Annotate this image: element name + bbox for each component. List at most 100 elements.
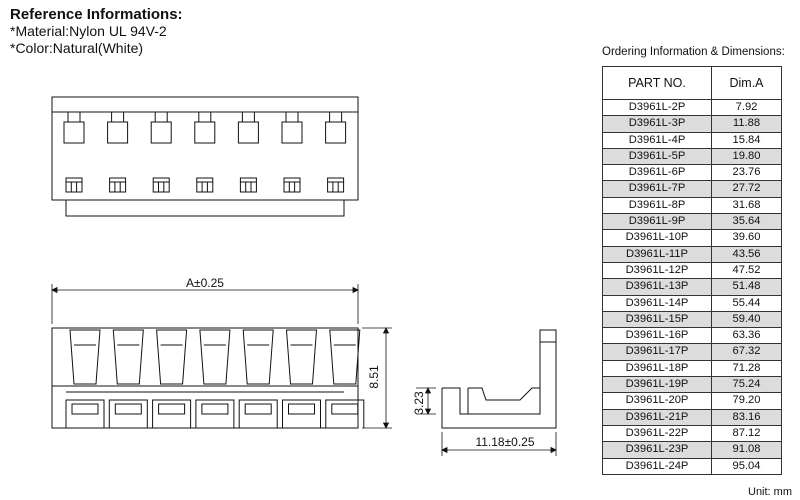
dim-a-cell: 71.28: [711, 359, 782, 378]
top-body-outline: [51, 96, 359, 201]
top-latch: [281, 112, 303, 144]
front-cavity: [156, 329, 188, 385]
top-latch: [237, 112, 259, 144]
front-body-outline: [51, 327, 359, 429]
front-slot: [238, 399, 278, 428]
front-slot-inner: [244, 403, 272, 415]
front-slot-inner: [71, 403, 99, 415]
front-slot-inner: [331, 403, 359, 415]
dim-a-cell: 87.12: [711, 424, 782, 443]
connector-top-view: [51, 96, 359, 217]
front-cavity: [329, 329, 361, 385]
part-number-cell: D3961L-24P: [602, 457, 712, 475]
reference-title: Reference Informations:: [10, 6, 183, 23]
part-number-cell: D3961L-6P: [602, 164, 712, 182]
table-header-row: PART NO. Dim.A: [602, 66, 782, 100]
dim-a-cell: 15.84: [711, 131, 782, 149]
front-slot: [65, 399, 105, 428]
top-latch: [107, 112, 129, 144]
header-part-no: PART NO.: [602, 66, 712, 100]
dim-a-cell: 27.72: [711, 180, 782, 198]
top-window: [283, 177, 301, 193]
part-number-cell: D3961L-4P: [602, 131, 712, 149]
front-slot-inner: [201, 403, 229, 415]
part-number-cell: D3961L-17P: [602, 343, 712, 361]
dim-length-label: A±0.25: [186, 276, 224, 290]
connector-side-view: [441, 329, 557, 429]
top-window: [109, 177, 127, 193]
part-number-cell: D3961L-20P: [602, 392, 712, 410]
front-slot: [152, 399, 192, 428]
dim-a-cell: 55.44: [711, 294, 782, 312]
dim-arrow: [382, 422, 390, 429]
part-number-cell: D3961L-10P: [602, 229, 712, 247]
part-number-cell: D3961L-7P: [602, 180, 712, 198]
part-number-cell: D3961L-13P: [602, 278, 712, 296]
front-slot: [195, 399, 235, 428]
dim-height-label: 8.51: [367, 365, 381, 389]
top-latch: [63, 112, 85, 144]
header-dim-a: Dim.A: [711, 66, 782, 100]
front-cavity: [285, 329, 318, 385]
top-window: [196, 177, 214, 193]
color-text: *Color:Natural(White): [10, 40, 144, 56]
top-latch: [325, 112, 347, 144]
connector-front-view: [51, 327, 365, 429]
dim-a-cell: 79.20: [711, 392, 782, 410]
part-number-cell: D3961L-15P: [602, 310, 712, 329]
front-cavity: [242, 329, 274, 385]
dim-a-cell: 67.32: [711, 343, 782, 361]
dim-a-cell: 7.92: [711, 98, 782, 117]
front-cavity: [112, 329, 144, 385]
front-slot-inner: [288, 403, 315, 415]
part-number-cell: D3961L-21P: [602, 408, 712, 426]
dim-a-cell: 47.52: [711, 261, 782, 280]
part-number-cell: D3961L-19P: [602, 376, 712, 394]
top-latch: [194, 112, 216, 144]
front-slot: [282, 399, 321, 428]
part-number-cell: D3961L-2P: [602, 98, 712, 117]
dim-a-cell: 51.48: [711, 278, 782, 296]
dim-a-cell: 91.08: [711, 441, 782, 459]
dim-arrow: [441, 446, 448, 454]
dim-a-cell: 83.16: [711, 408, 782, 426]
dim-arrow: [424, 387, 432, 394]
dim-a-cell: 19.80: [711, 147, 782, 166]
front-slot-inner: [114, 403, 142, 415]
dim-arrow: [424, 408, 432, 415]
side-profile: [468, 387, 540, 401]
dim-a-cell: 43.56: [711, 245, 782, 263]
dim-a-cell: 95.04: [711, 457, 782, 475]
dimension-lines: [51, 284, 557, 456]
dim-a-cell: 63.36: [711, 327, 782, 345]
dim-a-cell: 75.24: [711, 376, 782, 394]
front-slot: [325, 399, 365, 428]
part-number-cell: D3961L-22P: [602, 424, 712, 443]
ordering-title: Ordering Information & Dimensions:: [602, 46, 785, 58]
dim-a-cell: 59.40: [711, 310, 782, 329]
front-cavity: [199, 329, 231, 385]
dim-side-width-label: 11.18±0.25: [475, 435, 534, 449]
top-window: [327, 177, 345, 193]
dim-a-cell: 31.68: [711, 196, 782, 215]
dim-arrow: [382, 327, 390, 334]
